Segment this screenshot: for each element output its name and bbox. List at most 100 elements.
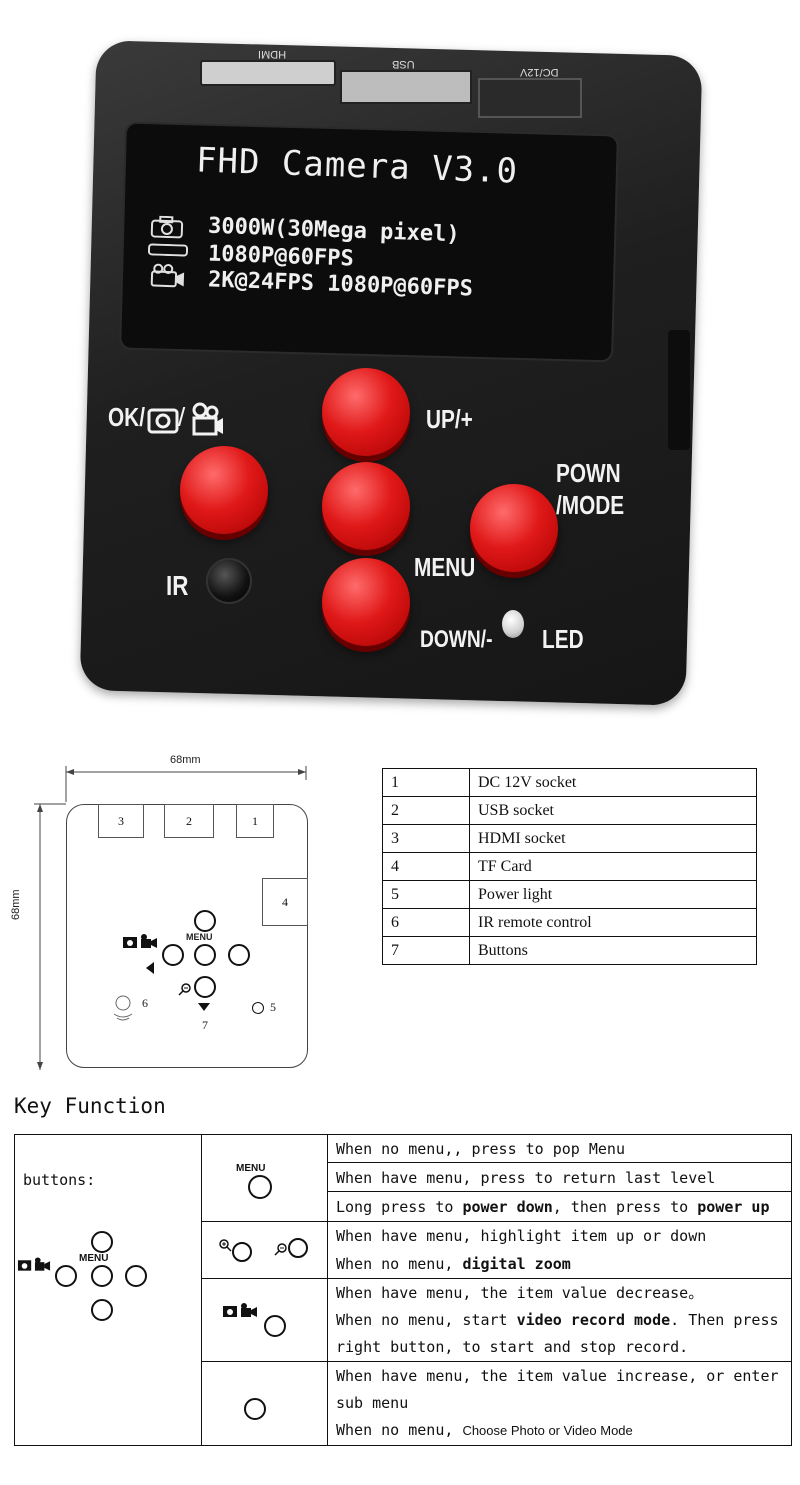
zoom-in-icon: [219, 1239, 232, 1252]
function-text: . Then press: [670, 1311, 779, 1329]
function-line: When have menu, the item value decrease。: [336, 1284, 704, 1302]
function-line: When no menu, start video record mode. T…: [328, 1306, 791, 1334]
function-emphasis: power down: [462, 1198, 553, 1216]
right-icon-cell: [202, 1362, 328, 1445]
part-description: TF Card: [469, 852, 757, 881]
function-line: When no menu,, press to pop Menu: [328, 1135, 791, 1163]
lcd-line-hdmi: 1080P@60FPS: [207, 241, 355, 272]
key-function-title: Key Function: [14, 1094, 166, 1118]
function-line: When no menu, digital zoom: [328, 1250, 791, 1278]
mode-label: /MODE: [556, 490, 625, 520]
down-button-ring: [194, 976, 216, 998]
buttons-label: buttons:: [23, 1171, 96, 1189]
right-button-ring: [125, 1265, 147, 1287]
camera-video-icon: [123, 934, 157, 948]
led-label: LED: [542, 624, 584, 654]
buttons-overview-cell: buttons: MENU: [15, 1135, 202, 1445]
part-number: 4: [382, 852, 470, 881]
video-function-row: When have menu, the item value decrease。…: [202, 1279, 791, 1362]
part-description: DC 12V socket: [469, 768, 757, 797]
zoom-icon-cell: [202, 1222, 328, 1278]
table-row: 2 USB socket: [382, 796, 757, 825]
left-button-ring: [55, 1265, 77, 1287]
video-camera-icon: [150, 263, 185, 288]
menu-button[interactable]: [322, 462, 410, 550]
tf-card-box: 4: [262, 878, 308, 926]
function-emphasis: video record mode: [516, 1311, 671, 1329]
dimension-lines: [34, 766, 307, 1070]
up-button-ring: [91, 1231, 113, 1253]
tf-card-slot: [668, 330, 690, 450]
card-icon: [147, 243, 189, 257]
menu-button-ring: [91, 1265, 113, 1287]
video-icon-cell: [202, 1279, 328, 1361]
menu-text: MENU: [236, 1163, 266, 1174]
left-button-ring: [264, 1315, 286, 1337]
camera-video-icon: [17, 1257, 51, 1271]
ir-sensor-icon: [113, 995, 133, 1021]
menu-button-ring: [248, 1175, 272, 1199]
ok-button[interactable]: [180, 446, 268, 534]
ir-label: IR: [166, 570, 189, 601]
power-mode-button[interactable]: [470, 484, 558, 572]
down-button[interactable]: [322, 558, 410, 646]
part-description: HDMI socket: [469, 824, 757, 853]
key-function-table: buttons: MENU MENU When no menu,, press …: [14, 1134, 792, 1446]
right-function-row: When have menu, the item value increase,…: [202, 1362, 791, 1445]
function-line: When have menu, the item value increase,…: [336, 1367, 779, 1385]
video-camera-icon: [192, 402, 223, 436]
part-description: Power light: [469, 880, 757, 909]
function-line: right button, to start and stop record.: [336, 1338, 689, 1356]
function-emphasis: power up: [697, 1198, 770, 1216]
menu-icon-cell: MENU: [202, 1135, 328, 1221]
dc-port: [478, 78, 582, 118]
function-text: Choose Photo or Video Mode: [462, 1423, 633, 1438]
function-text: When no menu, start: [336, 1311, 517, 1329]
part-description: USB socket: [469, 796, 757, 825]
callout-led: 5: [270, 1000, 276, 1014]
function-line: When no menu, Choose Photo or Video Mode: [328, 1416, 791, 1444]
zoom-out-icon: [274, 1243, 287, 1256]
function-line: When have menu, press to return last lev…: [328, 1164, 791, 1192]
ok-label: OK/: [108, 402, 145, 433]
part-number: 5: [382, 880, 470, 909]
left-button-ring: [162, 944, 184, 966]
callout-buttons: 7: [202, 1018, 208, 1032]
function-text: When no menu,: [336, 1421, 463, 1439]
width-dimension: 68mm: [170, 754, 201, 766]
zoom-function-row: When have menu, highlight item up or dow…: [202, 1222, 791, 1279]
part-number: 3: [382, 824, 470, 853]
function-emphasis: digital zoom: [462, 1255, 571, 1273]
usb-port: [340, 70, 472, 104]
ok-label-text: OK/: [108, 402, 145, 432]
function-text: , then press to: [552, 1198, 698, 1216]
left-button-ring: [232, 1242, 252, 1262]
slash-separator: /: [178, 402, 186, 432]
pown-label: POWN: [556, 458, 621, 488]
dc-socket-box: 1: [236, 804, 274, 838]
power-led: [502, 610, 524, 638]
down-arrow-icon: [198, 1003, 210, 1011]
up-button[interactable]: [322, 368, 410, 456]
menu-text: MENU: [79, 1253, 109, 1264]
part-number: 6: [382, 908, 470, 937]
function-text: Long press to: [336, 1198, 463, 1216]
function-line: Long press to power down, then press to …: [328, 1193, 791, 1221]
menu-button-ring: [194, 944, 216, 966]
dimension-drawing: 68mm 68mm 3 2 1 4 MENU 6: [0, 740, 370, 1070]
up-button-ring: [194, 910, 216, 932]
power-light-ring: [252, 1002, 264, 1014]
part-number: 7: [382, 936, 470, 965]
camera-icon: [150, 215, 184, 239]
usb-socket-box: 2: [164, 804, 214, 838]
callout-ir: 6: [142, 996, 148, 1010]
part-number: 2: [382, 796, 470, 825]
part-description: Buttons: [469, 936, 757, 965]
function-line: sub menu: [336, 1394, 409, 1412]
hdmi-socket-box: 3: [98, 804, 144, 838]
